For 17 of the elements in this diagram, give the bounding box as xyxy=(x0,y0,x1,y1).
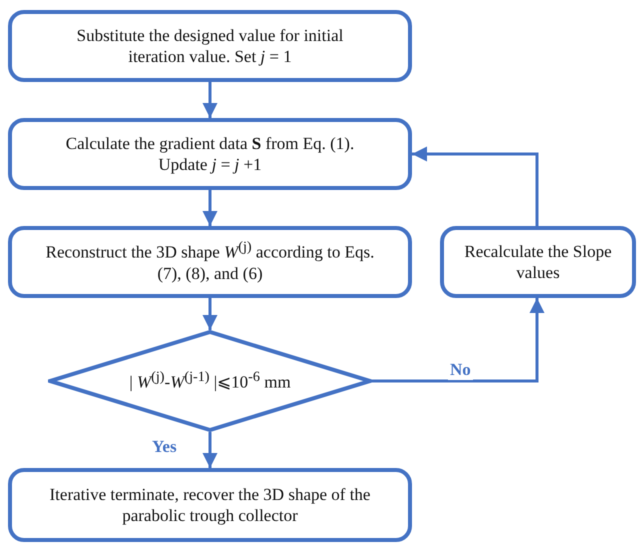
arrow xyxy=(202,82,218,118)
node-text: Reconstruct the 3D shape W$^{(j)}$ according to Eqs. (7), (8), and (6) xyxy=(44,239,376,285)
node-text: Substitute the designed value for initial iteration value. Set j = 1 xyxy=(76,24,344,68)
arrow xyxy=(202,432,218,468)
process-box xyxy=(8,468,412,542)
node-text: Iterative terminate, recover the 3D shape of the parabolic trough collector xyxy=(48,484,372,526)
process-box xyxy=(8,226,412,298)
arrow xyxy=(202,298,218,330)
arrow xyxy=(202,190,218,226)
node-text: | W$^{(j)}$-W$^{(j-1)}$ |⩽10$^{-6}$ mm xyxy=(129,369,291,393)
process-box xyxy=(8,10,412,82)
node-text: Recalculate the Slope values xyxy=(463,240,613,284)
process-box xyxy=(8,118,412,190)
arrow xyxy=(412,146,538,226)
decision-diamond xyxy=(48,330,372,432)
process-box xyxy=(440,226,636,298)
node-text: Calculate the gradient data S from Eq. (1). Update j = j +1 xyxy=(64,132,356,176)
